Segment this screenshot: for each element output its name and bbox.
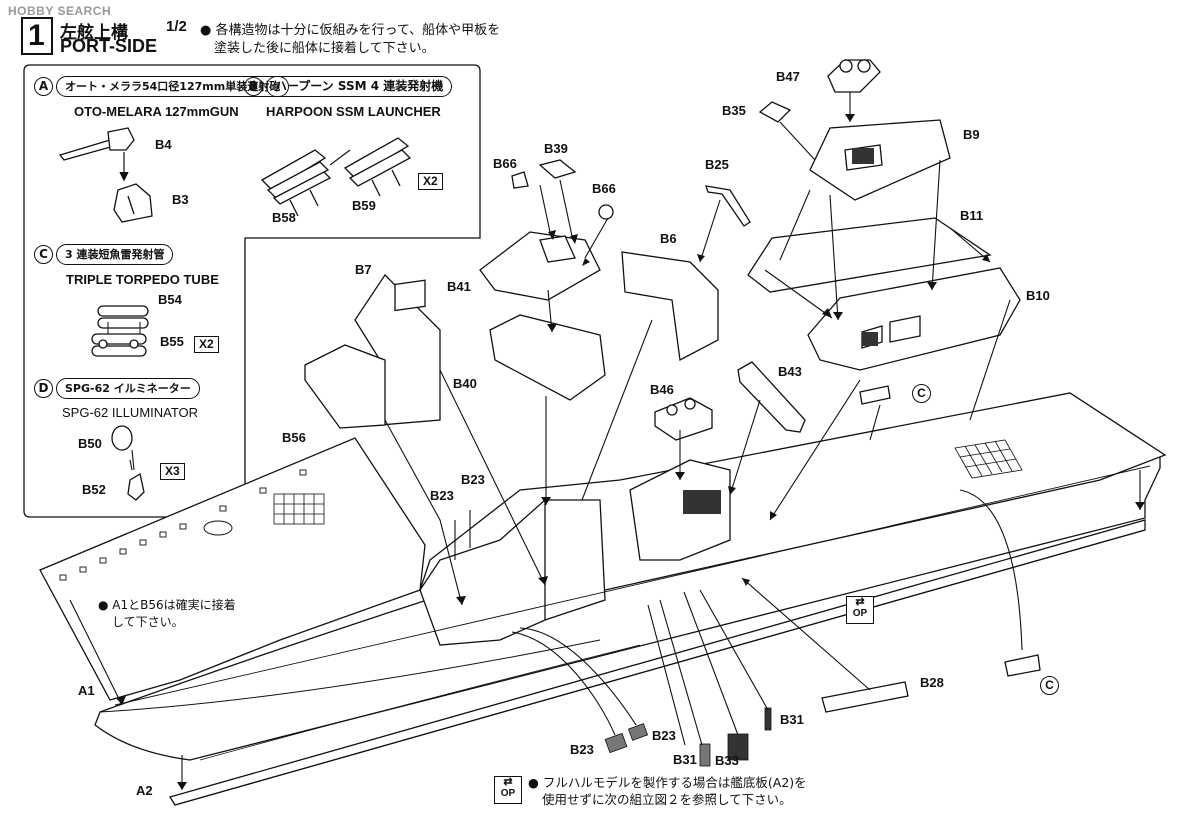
caption-d-jp: SPG-62 イルミネーター — [56, 378, 200, 399]
b23-parts — [604, 707, 772, 767]
caption-b: B ハープーン SSM 4 連装発射機 — [244, 76, 453, 97]
forward-deck — [39, 437, 426, 701]
op-badge-bottom: ⇄ OP — [494, 776, 522, 804]
harpoon-launchers — [260, 137, 412, 217]
step-box — [21, 17, 53, 55]
bow-note-line2: して下さい。 — [112, 615, 184, 629]
step-note-line2: 塗装した後に船体に接着して下さい。 — [214, 41, 435, 56]
bow-note: ● A1とB56は確実に接着 して下さい。 — [98, 598, 236, 629]
life-ring — [203, 520, 233, 536]
caption-a-letter: A — [34, 77, 53, 96]
circle-c-upper: C — [912, 384, 931, 403]
label-c-lower: C — [1040, 676, 1062, 695]
mast-base-b40-b41 — [479, 231, 606, 401]
label-b31b: B31 — [673, 752, 697, 767]
caption-d-letter: D — [34, 379, 53, 398]
label-b58: B58 — [272, 210, 296, 225]
mid-superstructure — [629, 459, 731, 561]
label-b47: B47 — [776, 69, 800, 84]
label-b54: B54 — [158, 292, 182, 307]
label-b7: B7 — [355, 262, 372, 277]
gun-assembly — [58, 127, 153, 223]
bottom-note-line2: 使用せずに次の組立図２を参照して下さい。 — [542, 792, 792, 807]
label-b66b: B66 — [592, 181, 616, 196]
vent-grilles — [683, 148, 878, 514]
label-b10: B10 — [1026, 288, 1050, 303]
caption-b-jp: ハープーン SSM 4 連装発射機 — [266, 76, 453, 97]
vls-grid-aft — [954, 439, 1023, 479]
label-b11: B11 — [960, 208, 984, 223]
arrowheads — [116, 114, 1145, 790]
caption-c-jp: 3 連装短魚雷発射管 — [56, 244, 174, 265]
label-b25: B25 — [705, 157, 729, 172]
funnel-b6 — [621, 251, 719, 362]
caption-d-en: SPG-62 ILLUMINATOR — [62, 405, 199, 420]
label-b43: B43 — [778, 364, 802, 379]
label-b41: B41 — [447, 279, 471, 294]
deck-fittings — [59, 469, 307, 581]
label-a1: A1 — [78, 683, 95, 698]
label-b46: B46 — [650, 382, 674, 397]
torpedo-tubes — [91, 305, 149, 357]
watermark: HOBBY SEARCH — [8, 4, 112, 18]
label-b39: B39 — [544, 141, 568, 156]
op-badge-bottom-text: OP — [500, 788, 516, 799]
label-b56: B56 — [282, 430, 306, 445]
caption-b-letter: B — [244, 77, 263, 96]
label-b55: B55 — [160, 334, 184, 349]
caption-c: C 3 連装短魚雷発射管 — [34, 244, 174, 265]
hangar-b11-b10 — [747, 217, 1021, 371]
label-b66a: B66 — [493, 156, 517, 171]
small-parts — [511, 59, 1041, 713]
caption-c-letter: C — [34, 245, 53, 264]
caption-b-en: HARPOON SSM LAUNCHER — [266, 104, 441, 119]
label-b6: B6 — [660, 231, 677, 246]
label-b4: B4 — [155, 137, 172, 152]
caption-a-en: OTO-MELARA 127mmGUN — [74, 104, 239, 119]
step-title-jp: 左舷上構 — [60, 23, 128, 42]
label-b52: B52 — [82, 482, 106, 497]
mast-block-b9 — [809, 119, 951, 201]
circle-c-lower: C — [1040, 676, 1059, 695]
label-b31a: B31 — [780, 712, 804, 727]
caption-d: D SPG-62 イルミネーター — [34, 378, 200, 399]
forward-superstructure — [419, 499, 606, 646]
label-b35: B35 — [722, 103, 746, 118]
label-b23d: B23 — [652, 728, 676, 743]
illuminator — [111, 425, 145, 501]
label-b23c: B23 — [570, 742, 594, 757]
step-note: ● 各構造物は十分に仮組みを行って、船体や甲板を 塗装した後に船体に接着して下さ… — [200, 23, 501, 56]
caption-a-jp: オート・メララ54口径127mm単装速射砲 — [56, 76, 290, 97]
label-b59: B59 — [352, 198, 376, 213]
label-b23b: B23 — [430, 488, 454, 503]
bow-note-line1: A1とB56は確実に接着 — [112, 598, 236, 612]
step-title-en: PORT-SIDE — [60, 36, 158, 56]
bottom-note: ● フルハルモデルを製作する場合は艦底板(A2)を 使用せずに次の組立図２を参照… — [528, 775, 807, 807]
bottom-note-line1: フルハルモデルを製作する場合は艦底板(A2)を — [542, 775, 807, 790]
bridge-block-b7 — [304, 273, 441, 429]
label-b23a: B23 — [461, 472, 485, 487]
label-a2: A2 — [136, 783, 153, 798]
label-b33: B33 — [715, 753, 739, 768]
qty-b: X2 — [418, 173, 443, 190]
step-fraction: 1/2 — [166, 18, 187, 35]
label-c-upper: C — [912, 384, 934, 403]
caption-a: A オート・メララ54口径127mm単装速射砲 — [34, 76, 290, 97]
op-badge-top: ⇄ OP — [846, 596, 874, 624]
step-number: 1 — [28, 19, 45, 52]
vls-grid-forward — [273, 493, 325, 525]
label-b9: B9 — [963, 127, 980, 142]
qty-d: X3 — [160, 463, 185, 480]
label-b40: B40 — [453, 376, 477, 391]
arrow-b58 — [329, 149, 351, 166]
caption-c-en: TRIPLE TORPEDO TUBE — [66, 272, 219, 287]
label-b3: B3 — [172, 192, 189, 207]
label-b28: B28 — [920, 675, 944, 690]
step-note-line1: 各構造物は十分に仮組みを行って、船体や甲板を — [215, 23, 501, 38]
qty-c: X2 — [194, 336, 219, 353]
label-b50: B50 — [78, 436, 102, 451]
op-badge-top-text: OP — [852, 608, 868, 619]
